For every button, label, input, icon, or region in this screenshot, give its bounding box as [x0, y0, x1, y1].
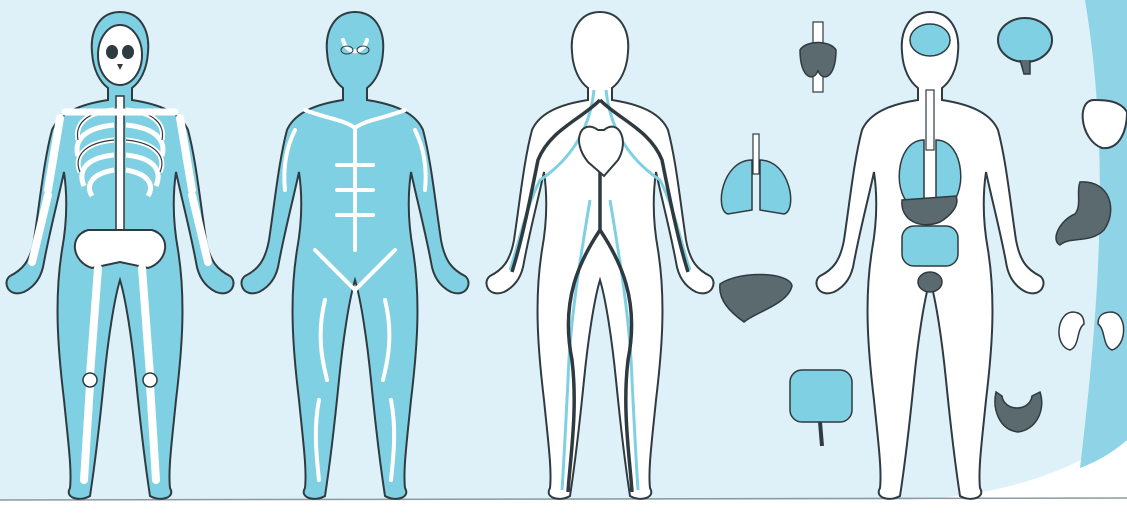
pelvis	[75, 230, 165, 268]
intestines-icon	[902, 226, 958, 266]
brain-icon	[910, 24, 950, 56]
bladder-icon	[918, 272, 942, 292]
spine	[116, 96, 124, 236]
skull-icon	[98, 25, 142, 85]
trachea	[926, 90, 934, 150]
